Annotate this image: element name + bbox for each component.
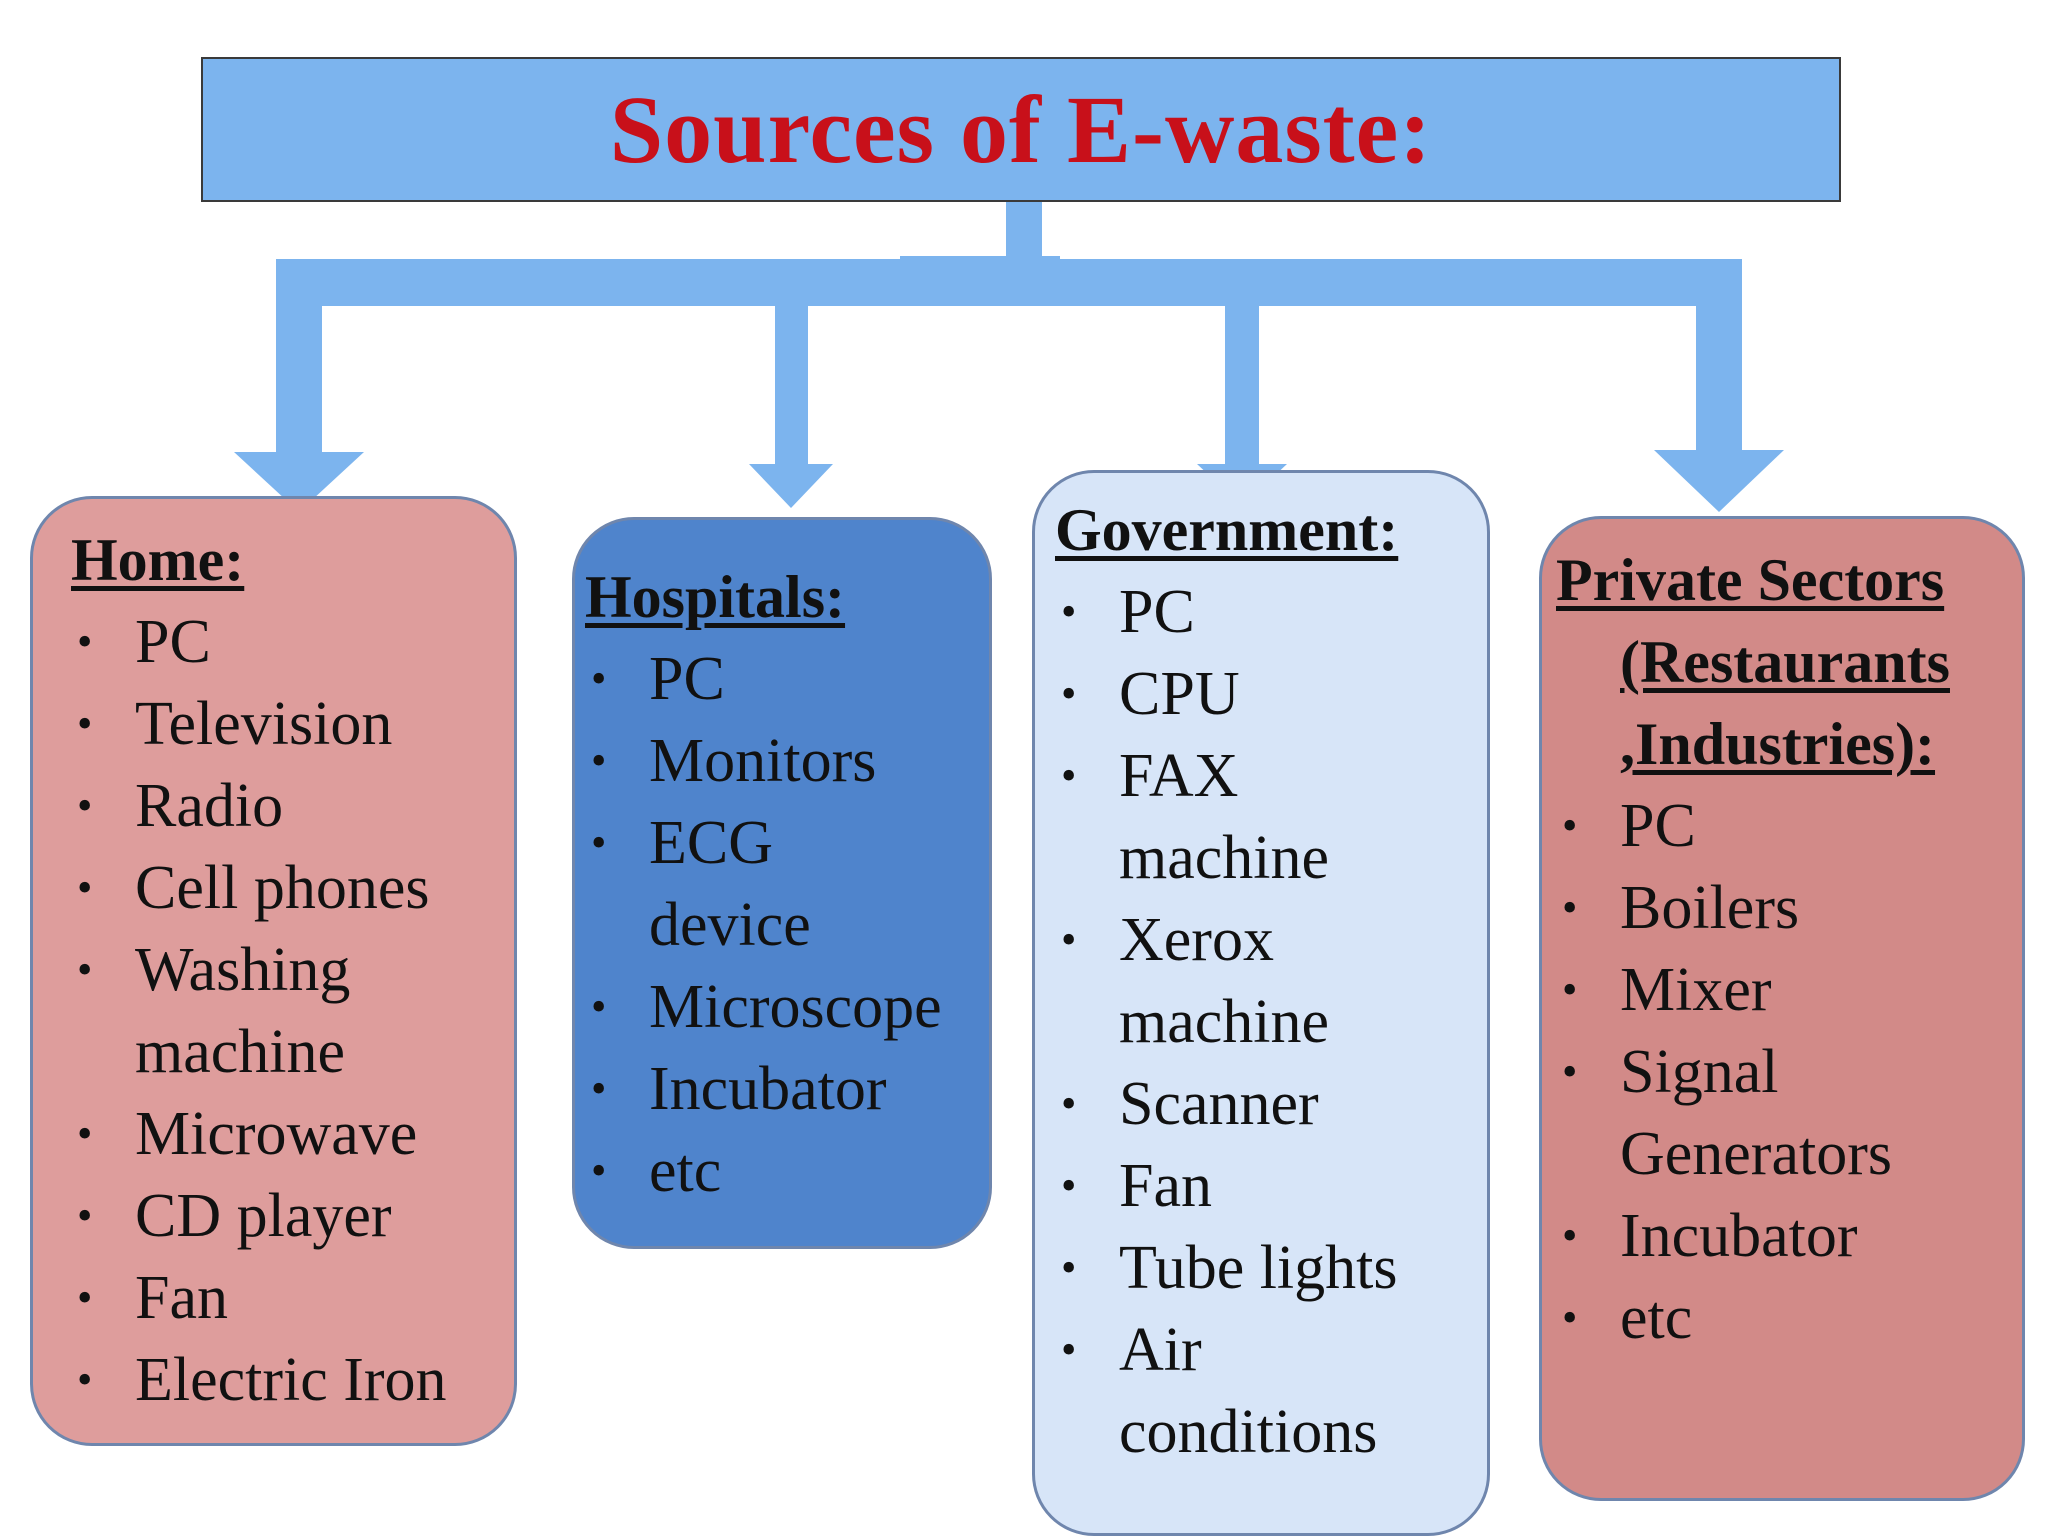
list-item: •Xerox machine	[1055, 899, 1409, 1063]
category-heading-private-sectors: Private Sectors (Restaurants ,Industries…	[1556, 539, 2022, 785]
arrowhead-hospitals	[749, 464, 833, 508]
list-item: •Television	[71, 683, 514, 765]
list-item: •Incubator	[585, 1048, 989, 1130]
bullet-icon: •	[1562, 1293, 1578, 1342]
connector-drop-private	[1696, 259, 1742, 452]
bullet-icon: •	[591, 654, 607, 703]
bullet-icon: •	[591, 1064, 607, 1113]
bullet-icon: •	[77, 781, 93, 830]
list-item: •Signal Generators	[1556, 1031, 1950, 1195]
bullet-icon: •	[591, 818, 607, 867]
list-item: •FAX machine	[1055, 735, 1409, 899]
list-item: •Incubator	[1556, 1195, 2022, 1277]
bullet-icon: •	[1061, 1325, 1077, 1374]
list-item: •Boilers	[1556, 867, 2022, 949]
bullet-icon: •	[1562, 965, 1578, 1014]
list-item: •Electric Iron	[71, 1339, 514, 1421]
bullet-icon: •	[77, 617, 93, 666]
category-list-home: •PC •Television •Radio •Cell phones •Was…	[71, 601, 514, 1421]
category-box-private-sectors: Private Sectors (Restaurants ,Industries…	[1539, 516, 2025, 1501]
connector-branch-left	[276, 259, 912, 306]
list-item: •PC	[1556, 785, 2022, 867]
connector-drop-government	[1225, 300, 1259, 466]
connector-drop-home	[276, 259, 322, 454]
list-item: •Fan	[71, 1257, 514, 1339]
list-item: •etc	[585, 1130, 989, 1212]
connector-stem	[1006, 200, 1042, 260]
bullet-icon: •	[1061, 1161, 1077, 1210]
bullet-icon: •	[1562, 883, 1578, 932]
list-item: •Scanner	[1055, 1063, 1487, 1145]
list-item: •Washing machine	[71, 929, 435, 1093]
title-banner: Sources of E-waste:	[201, 57, 1841, 202]
category-box-home: Home: •PC •Television •Radio •Cell phone…	[30, 496, 517, 1446]
bullet-icon: •	[1061, 751, 1077, 800]
list-item: •Mixer	[1556, 949, 2022, 1031]
bullet-icon: •	[77, 1273, 93, 1322]
bullet-icon: •	[77, 1191, 93, 1240]
bullet-icon: •	[1061, 915, 1077, 964]
bullet-icon: •	[77, 699, 93, 748]
category-heading-government: Government:	[1055, 497, 1399, 563]
bullet-icon: •	[1061, 587, 1077, 636]
bullet-icon: •	[1061, 1243, 1077, 1292]
bullet-icon: •	[77, 863, 93, 912]
arrowhead-home	[234, 452, 364, 512]
list-item: •Fan	[1055, 1145, 1487, 1227]
heading-line: ,Industries):	[1620, 711, 1936, 777]
connector-junction	[900, 256, 1060, 306]
bullet-icon: •	[1562, 1211, 1578, 1260]
category-list-private-sectors: •PC •Boilers •Mixer •Signal Generators •…	[1556, 785, 2022, 1359]
category-heading-hospitals: Hospitals:	[585, 564, 846, 630]
bullet-icon: •	[77, 1109, 93, 1158]
bullet-icon: •	[591, 1146, 607, 1195]
list-item: •CD player	[71, 1175, 514, 1257]
list-item: •Cell phones	[71, 847, 514, 929]
bullet-icon: •	[591, 982, 607, 1031]
category-list-government: •PC •CPU •FAX machine •Xerox machine •Sc…	[1055, 571, 1487, 1473]
bullet-icon: •	[1562, 1047, 1578, 1096]
list-item: •Radio	[71, 765, 514, 847]
category-list-hospitals: •PC •Monitors •ECG device •Microscope •I…	[585, 638, 989, 1212]
arrowhead-private	[1654, 450, 1784, 512]
list-item: •Microscope	[585, 966, 989, 1048]
list-item: •PC	[585, 638, 989, 720]
list-item: •PC	[71, 601, 514, 683]
category-box-hospitals: Hospitals: •PC •Monitors •ECG device •Mi…	[572, 517, 992, 1249]
bullet-icon: •	[77, 945, 93, 994]
bullet-icon: •	[1061, 669, 1077, 718]
bullet-icon: •	[591, 736, 607, 785]
list-item: •CPU	[1055, 653, 1487, 735]
connector-drop-hospitals	[775, 300, 808, 466]
heading-line: Private Sectors	[1556, 547, 1945, 613]
bullet-icon: •	[1562, 801, 1578, 850]
category-box-government: Government: •PC •CPU •FAX machine •Xerox…	[1032, 470, 1490, 1536]
bullet-icon: •	[77, 1355, 93, 1404]
list-item: •PC	[1055, 571, 1487, 653]
diagram-title: Sources of E-waste:	[609, 76, 1433, 183]
list-item: •ECG device	[585, 802, 849, 966]
list-item: •Air conditions	[1055, 1309, 1419, 1473]
list-item: •Monitors	[585, 720, 989, 802]
category-heading-home: Home:	[71, 527, 245, 593]
heading-line: (Restaurants	[1620, 629, 1950, 695]
list-item: •etc	[1556, 1277, 2022, 1359]
list-item: •Microwave	[71, 1093, 514, 1175]
list-item: •Tube lights	[1055, 1227, 1487, 1309]
bullet-icon: •	[1061, 1079, 1077, 1128]
